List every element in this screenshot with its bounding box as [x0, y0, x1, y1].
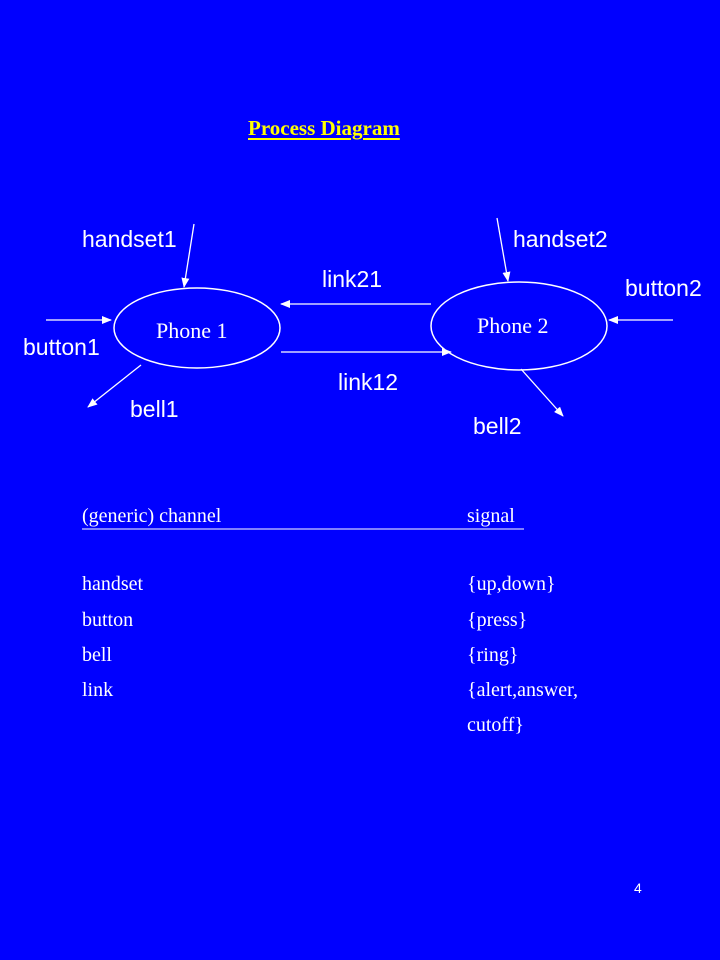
table-row-channel: handset	[82, 573, 144, 595]
table-row-channel: link	[82, 679, 114, 701]
bell2-label: bell2	[473, 413, 522, 439]
table-row-signal: {alert,answer,	[467, 679, 578, 701]
page-title: Process Diagram	[248, 116, 400, 140]
bell2-arrow	[520, 368, 564, 417]
phone2-label: Phone 2	[477, 313, 549, 338]
table-row-channel: bell	[82, 644, 112, 666]
table-row-signal: {ring}	[467, 644, 519, 666]
button1-label: button1	[23, 334, 100, 360]
table-row-channel: button	[82, 609, 134, 631]
page-number: 4	[634, 880, 642, 896]
table-row-signal: {up,down}	[467, 573, 556, 595]
table-row-signal-continued: cutoff}	[467, 714, 524, 736]
link21-label: link21	[322, 266, 383, 292]
phone1-label: Phone 1	[156, 318, 228, 343]
table-header-signal: signal	[467, 505, 515, 527]
table-header-channel: (generic) channel	[82, 505, 222, 527]
phone2-node	[430, 281, 608, 371]
handset1-label: handset1	[82, 226, 177, 252]
handset2-arrow	[496, 217, 511, 282]
handset1-arrow	[181, 223, 195, 288]
bell1-label: bell1	[130, 396, 179, 422]
bell1-arrow	[87, 364, 142, 408]
handset2-label: handset2	[513, 226, 608, 252]
link12-label: link12	[338, 369, 399, 395]
button2-label: button2	[625, 275, 702, 301]
table-row-signal: {press}	[467, 609, 528, 631]
phone1-node	[113, 287, 281, 369]
